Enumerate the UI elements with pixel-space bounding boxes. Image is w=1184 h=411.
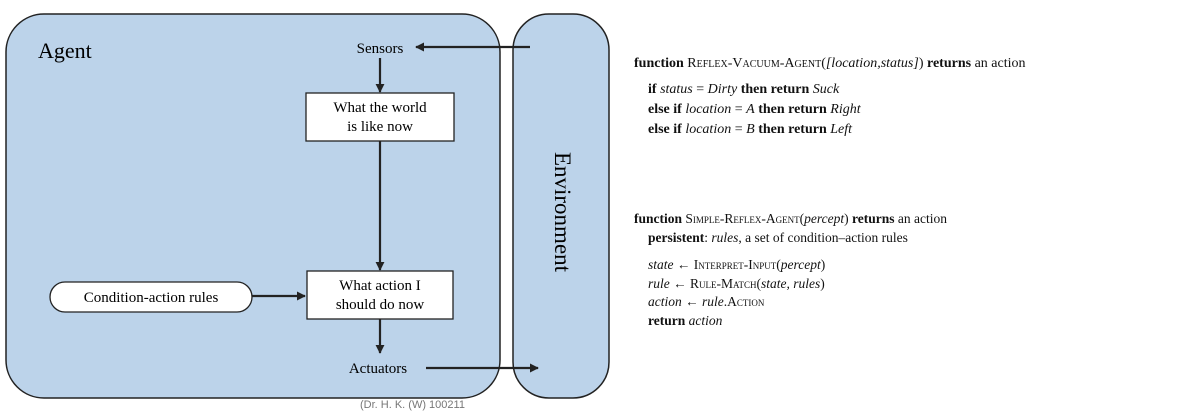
reflex-vacuum-agent-code: function Reflex-Vacuum-Agent([location,s… <box>634 54 1026 140</box>
keyword-function: function <box>634 211 683 226</box>
code-line: return action <box>648 312 723 328</box>
keyword-persistent: persistent <box>648 229 705 245</box>
action-line2: should do now <box>336 297 425 313</box>
function-params: [location,status] <box>825 56 919 71</box>
rules-label: Condition-action rules <box>84 290 219 306</box>
reflex-vacuum-signature: function Reflex-Vacuum-Agent([location,s… <box>634 56 1026 71</box>
world-state-box <box>305 92 455 142</box>
environment-box <box>512 13 610 399</box>
function-param: percept <box>804 211 845 226</box>
agent-label: Agent <box>38 38 92 63</box>
returns-text: an action <box>974 56 1026 71</box>
keyword-returns: returns <box>927 56 972 71</box>
footer-text: (Dr. H. K. (W) 100211 <box>360 399 465 411</box>
code-line: else if location = B then return Left <box>648 122 853 137</box>
returns-text: an action <box>897 211 947 226</box>
action-box <box>306 270 454 320</box>
environment-label: Environment <box>550 152 575 273</box>
code-line: rule ← Rule-Match(state, rules) <box>648 275 825 291</box>
world-state-line1: What the world <box>333 100 427 116</box>
world-state-line2: is like now <box>347 119 413 135</box>
agent-diagram: Agent Environment Sensors What the world… <box>5 13 610 399</box>
code-line: if status = Dirty then return Suck <box>648 82 840 97</box>
persistent-line: persistent: rules, a set of condition–ac… <box>648 229 908 245</box>
function-name: Reflex-Vacuum-Agent <box>687 56 822 71</box>
simple-reflex-agent-code: function Simple-Reflex-Agent(percept) re… <box>634 210 947 330</box>
function-name: Simple-Reflex-Agent <box>685 211 800 226</box>
sensors-label: Sensors <box>357 41 404 57</box>
action-line1: What action I <box>339 278 421 294</box>
keyword-function: function <box>634 56 684 71</box>
agent-box <box>5 13 501 399</box>
keyword-returns: returns <box>852 211 895 226</box>
simple-reflex-signature: function Simple-Reflex-Agent(percept) re… <box>634 211 947 226</box>
code-line: state ← Interpret-Input(percept) <box>648 257 826 272</box>
actuators-label: Actuators <box>349 361 407 377</box>
code-line: else if location = A then return Right <box>648 102 861 117</box>
code-line: action ← rule.Action <box>648 294 765 309</box>
